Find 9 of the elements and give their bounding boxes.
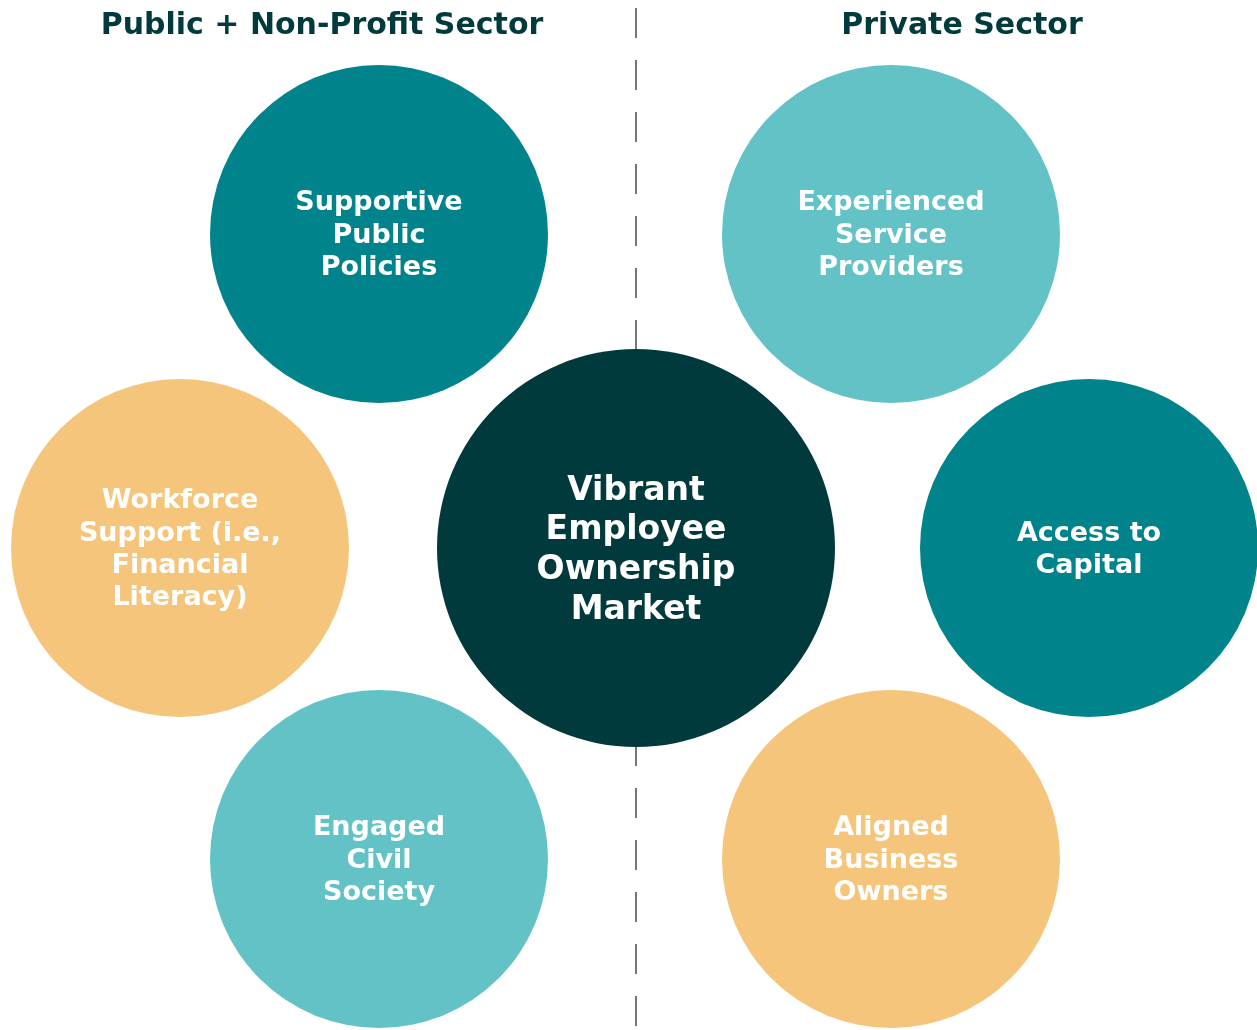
circle-label: Experienced Service Providers [796,185,986,283]
section-heading: Private Sector [841,6,1083,41]
section-heading: Public + Non-Profit Sector [100,6,544,41]
circle-label: Engaged Civil Society [311,810,447,908]
circle-label: Access to Capital [1015,515,1163,581]
circle-label: Supportive Public Policies [294,185,464,283]
circle-label: Workforce Support (i.e., Financial Literacy) [77,483,283,613]
circle-label: Vibrant Employee Ownership Market [535,468,737,628]
circle-label: Aligned Business Owners [822,810,960,908]
